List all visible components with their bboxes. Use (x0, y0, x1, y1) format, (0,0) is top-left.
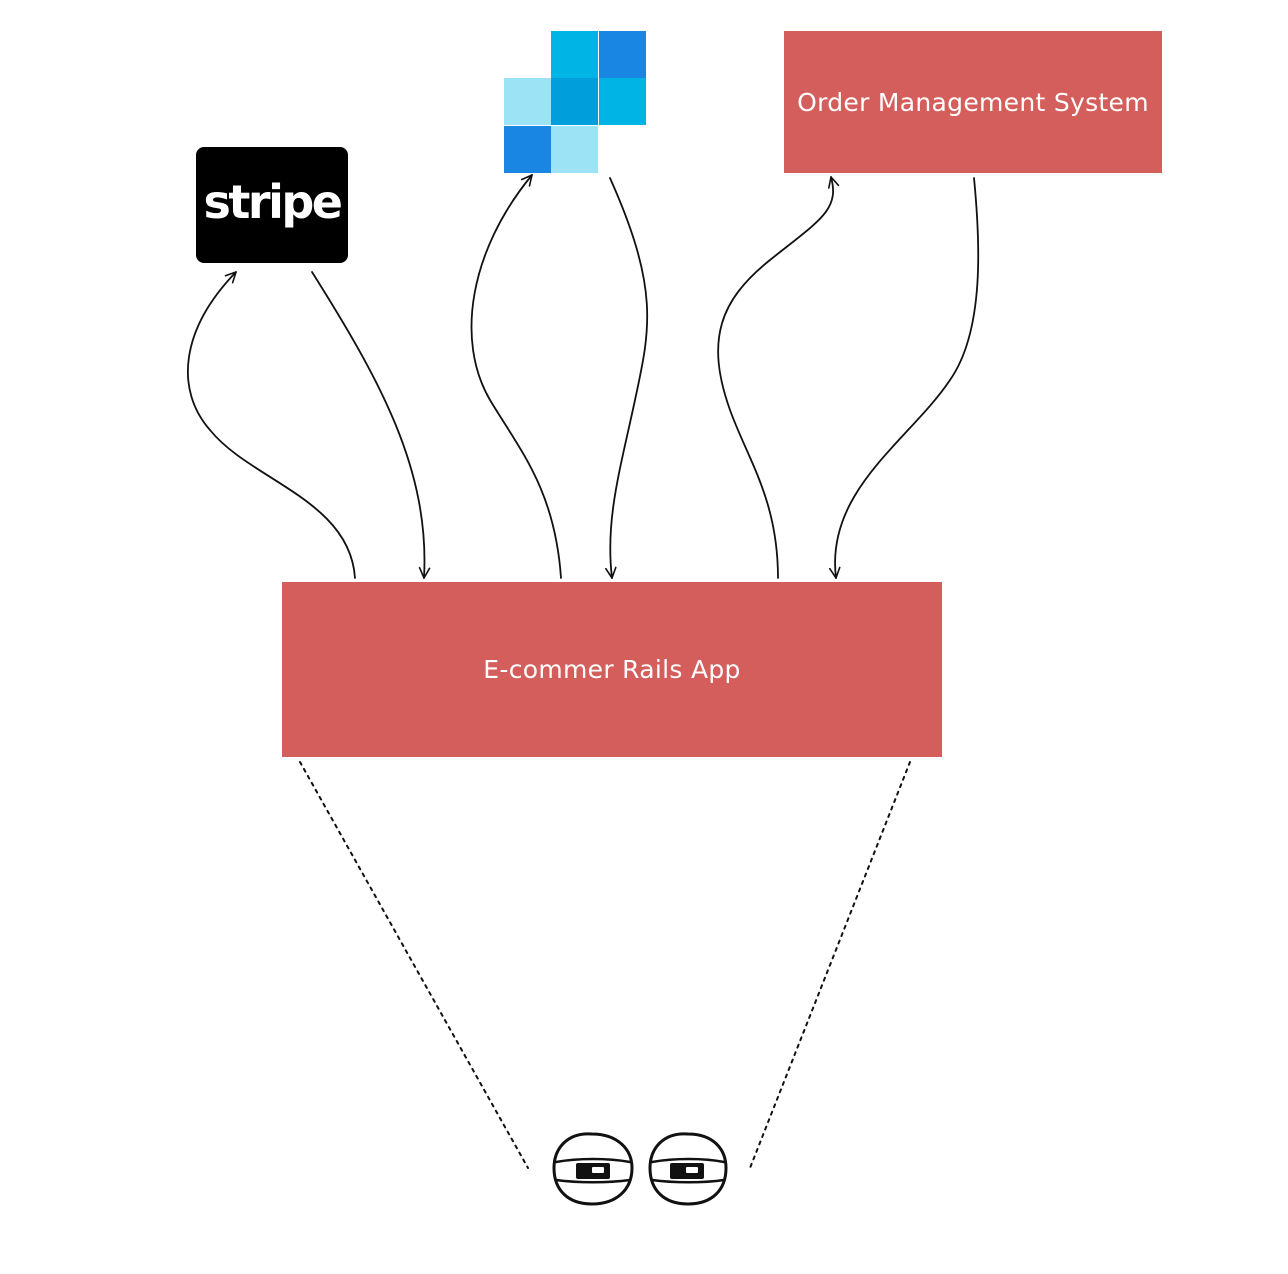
sight-line-right (749, 761, 911, 1169)
tile (599, 78, 646, 125)
order-management-label: Order Management System (797, 87, 1149, 117)
blue-tiles-logo (504, 31, 646, 173)
arrow-app-to-stripe (187, 271, 356, 579)
arrow-tiles-to-app (605, 177, 649, 579)
tile (599, 31, 646, 78)
tile (504, 126, 551, 173)
arrow-app-to-tiles (470, 174, 562, 579)
arrow-oms-to-app (829, 177, 980, 579)
tile (551, 126, 598, 173)
tile (504, 78, 551, 125)
stripe-logo: stripe (196, 147, 348, 263)
arrow-stripe-to-app (311, 271, 431, 579)
stripe-logo-text: stripe (203, 175, 343, 229)
arrow-app-to-oms (717, 176, 840, 579)
tile (551, 78, 598, 125)
rails-app-label: E-commer Rails App (483, 655, 741, 684)
order-management-box: Order Management System (784, 31, 1162, 173)
sight-line-left (299, 761, 529, 1169)
rails-app-box: E-commer Rails App (282, 582, 942, 757)
eyes-icon (552, 1132, 728, 1206)
tile (551, 31, 598, 78)
